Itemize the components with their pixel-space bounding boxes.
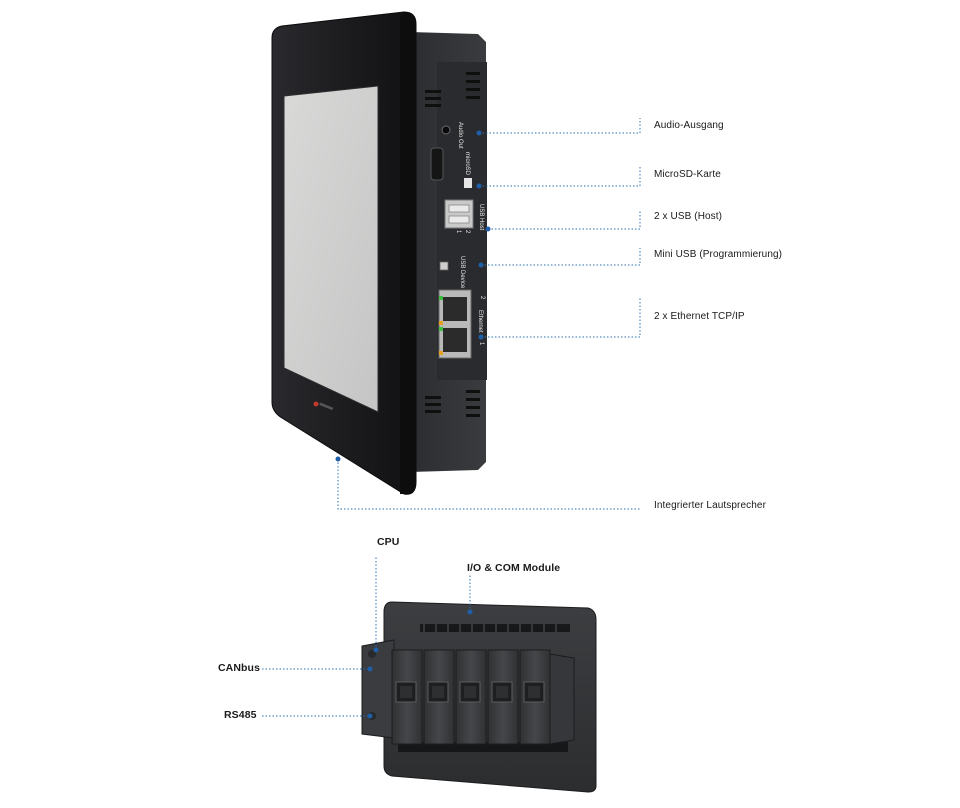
cpu-module <box>361 639 395 739</box>
end-cap <box>549 653 575 745</box>
port-mark-ethernet: Ethernet <box>477 310 483 333</box>
audio-jack <box>441 125 451 135</box>
io-module <box>423 649 455 745</box>
io-module <box>519 649 551 745</box>
port-mark-usb-device: USB Device <box>459 256 465 289</box>
microsd-slot <box>430 147 444 181</box>
ethernet-ports <box>438 289 472 359</box>
label-usb-host: 2 x USB (Host) <box>654 211 723 222</box>
leader-dots <box>335 130 491 462</box>
io-modules <box>391 649 575 745</box>
hmi-rear-view <box>262 556 597 793</box>
screen <box>283 85 379 413</box>
port-mark-usb-1: 1 <box>455 230 461 234</box>
logo-mark <box>313 401 319 407</box>
label-mini-usb: Mini USB (Programmierung) <box>654 249 783 260</box>
label-audio-ausgang: Audio-Ausgang <box>654 120 724 131</box>
label-cpu: CPU <box>377 536 400 548</box>
mini-usb-port <box>439 261 449 271</box>
port-mark-microsd: microSD <box>464 152 470 176</box>
io-module <box>487 649 519 745</box>
label-microsd-karte: MicroSD-Karte <box>654 169 721 180</box>
usb-host-ports <box>444 199 474 229</box>
vent-slots <box>425 72 480 417</box>
port-mark-usb-2: 2 <box>464 230 470 234</box>
port-mark-audio: Audio Out <box>457 122 463 149</box>
label-rs485: RS485 <box>224 709 257 721</box>
label-canbus: CANbus <box>218 662 261 674</box>
bottom-leader-lines <box>262 556 471 717</box>
label-io-com-module: I/O & COM Module <box>467 562 561 574</box>
hmi-side-view <box>271 11 641 510</box>
io-module <box>391 649 423 745</box>
port-mark-eth-1: 1 <box>478 342 484 346</box>
leader-lines <box>337 118 641 510</box>
io-module <box>455 649 487 745</box>
port-mark-usb-host: USB Host <box>478 204 484 231</box>
label-ethernet: 2 x Ethernet TCP/IP <box>654 311 745 322</box>
bezel-edge <box>400 12 416 495</box>
label-lautsprecher: Integrierter Lautsprecher <box>654 500 767 511</box>
port-mark-eth-2: 2 <box>479 296 485 300</box>
rear-vents <box>398 624 570 752</box>
